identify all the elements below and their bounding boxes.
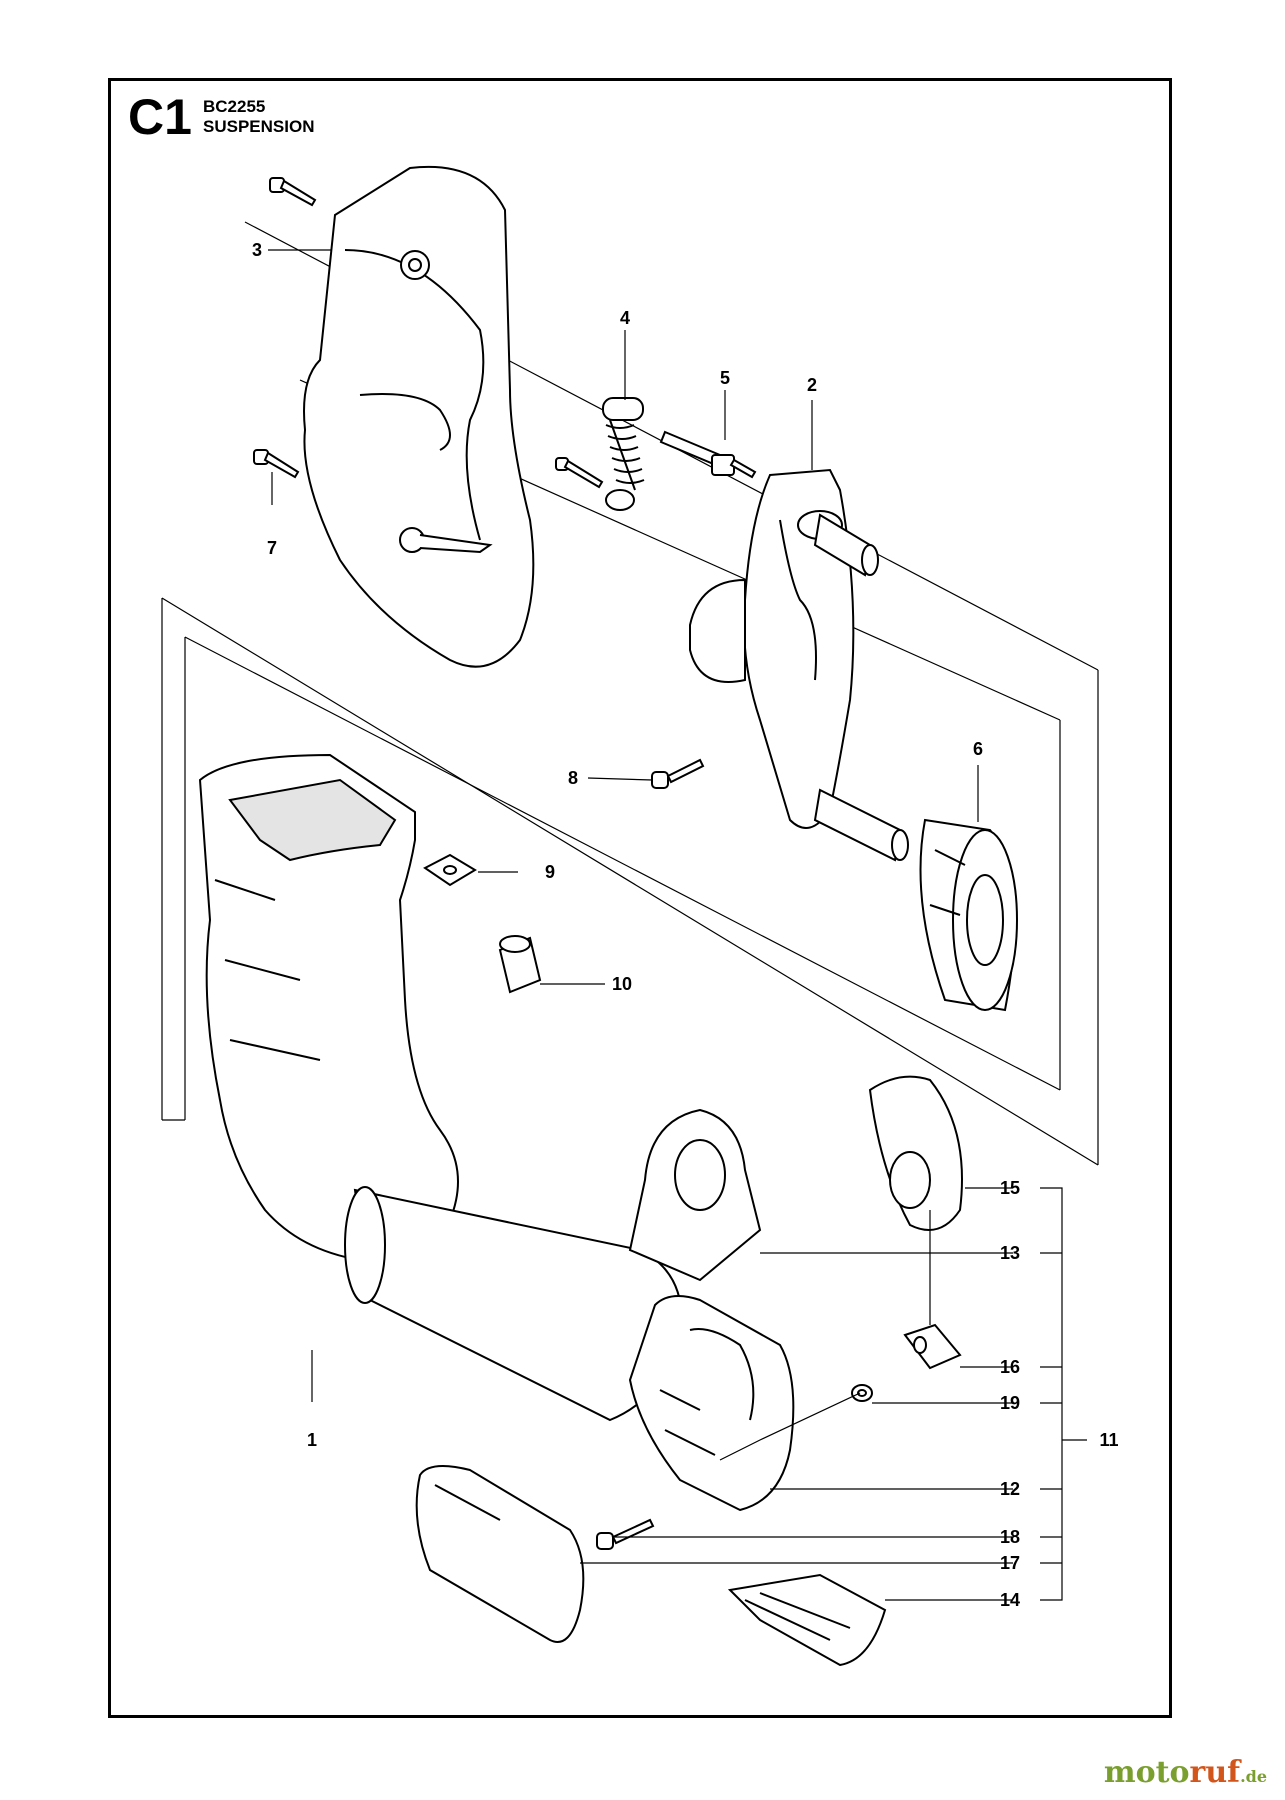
callout-13: 13: [999, 1243, 1021, 1263]
callout-3: 3: [251, 240, 263, 260]
sheet-code: C1: [128, 89, 192, 145]
screw-pin: [555, 457, 604, 489]
part-1-handle: [198, 753, 683, 1422]
part-17-cover: [415, 1465, 585, 1643]
callout-4: 4: [619, 308, 631, 328]
part-9-nut: [423, 853, 477, 887]
part-2-bracket: [689, 468, 909, 862]
callout-16: 16: [999, 1357, 1021, 1377]
subassembly-box-upper: [161, 597, 1099, 1166]
callout-14: 14: [999, 1590, 1021, 1610]
part-4-spring: [602, 397, 645, 511]
part-15-hanger: [868, 1075, 963, 1231]
leader-lines: [268, 249, 1087, 1601]
part-5-bolt: [659, 430, 757, 479]
part-6-damper: [919, 818, 1018, 1012]
watermark-tld: .de: [1240, 1767, 1267, 1786]
callout-1: 1: [306, 1430, 318, 1450]
screw-3: [269, 177, 317, 207]
screw-7: [253, 449, 300, 479]
subassembly-box-lower: [162, 636, 1061, 1121]
part-12-clamp: [628, 1295, 795, 1512]
callout-17: 17: [999, 1553, 1021, 1573]
part-13-clip: [628, 1108, 762, 1282]
part-16-pin: [903, 1323, 962, 1370]
part-14-latch: [727, 1573, 887, 1667]
callout-2: 2: [806, 375, 818, 395]
part-19-washer: [851, 1384, 873, 1402]
screw-8: [651, 758, 705, 789]
screw-18: [596, 1518, 655, 1550]
callout-8: 8: [567, 768, 579, 788]
drawing-frame: [108, 78, 1172, 1718]
callout-5: 5: [719, 368, 731, 388]
callout-6: 6: [972, 739, 984, 759]
callout-15: 15: [999, 1178, 1021, 1198]
watermark-brand-start: moto: [1103, 1755, 1190, 1790]
watermark-brand-accent: ruf: [1189, 1755, 1241, 1790]
callout-10: 10: [611, 974, 633, 994]
model-number: BC2255: [203, 97, 266, 116]
callout-18: 18: [999, 1527, 1021, 1547]
part-3-cover: [303, 166, 535, 668]
callout-12: 12: [999, 1479, 1021, 1499]
watermark-logo: motoruf.de: [1104, 1758, 1267, 1788]
callout-7: 7: [266, 538, 278, 558]
part-10-sleeve: [498, 935, 542, 994]
callout-9: 9: [544, 862, 556, 882]
section-title: SUSPENSION: [203, 117, 315, 136]
callout-11: 11: [1099, 1430, 1119, 1450]
callout-19: 19: [999, 1393, 1021, 1413]
